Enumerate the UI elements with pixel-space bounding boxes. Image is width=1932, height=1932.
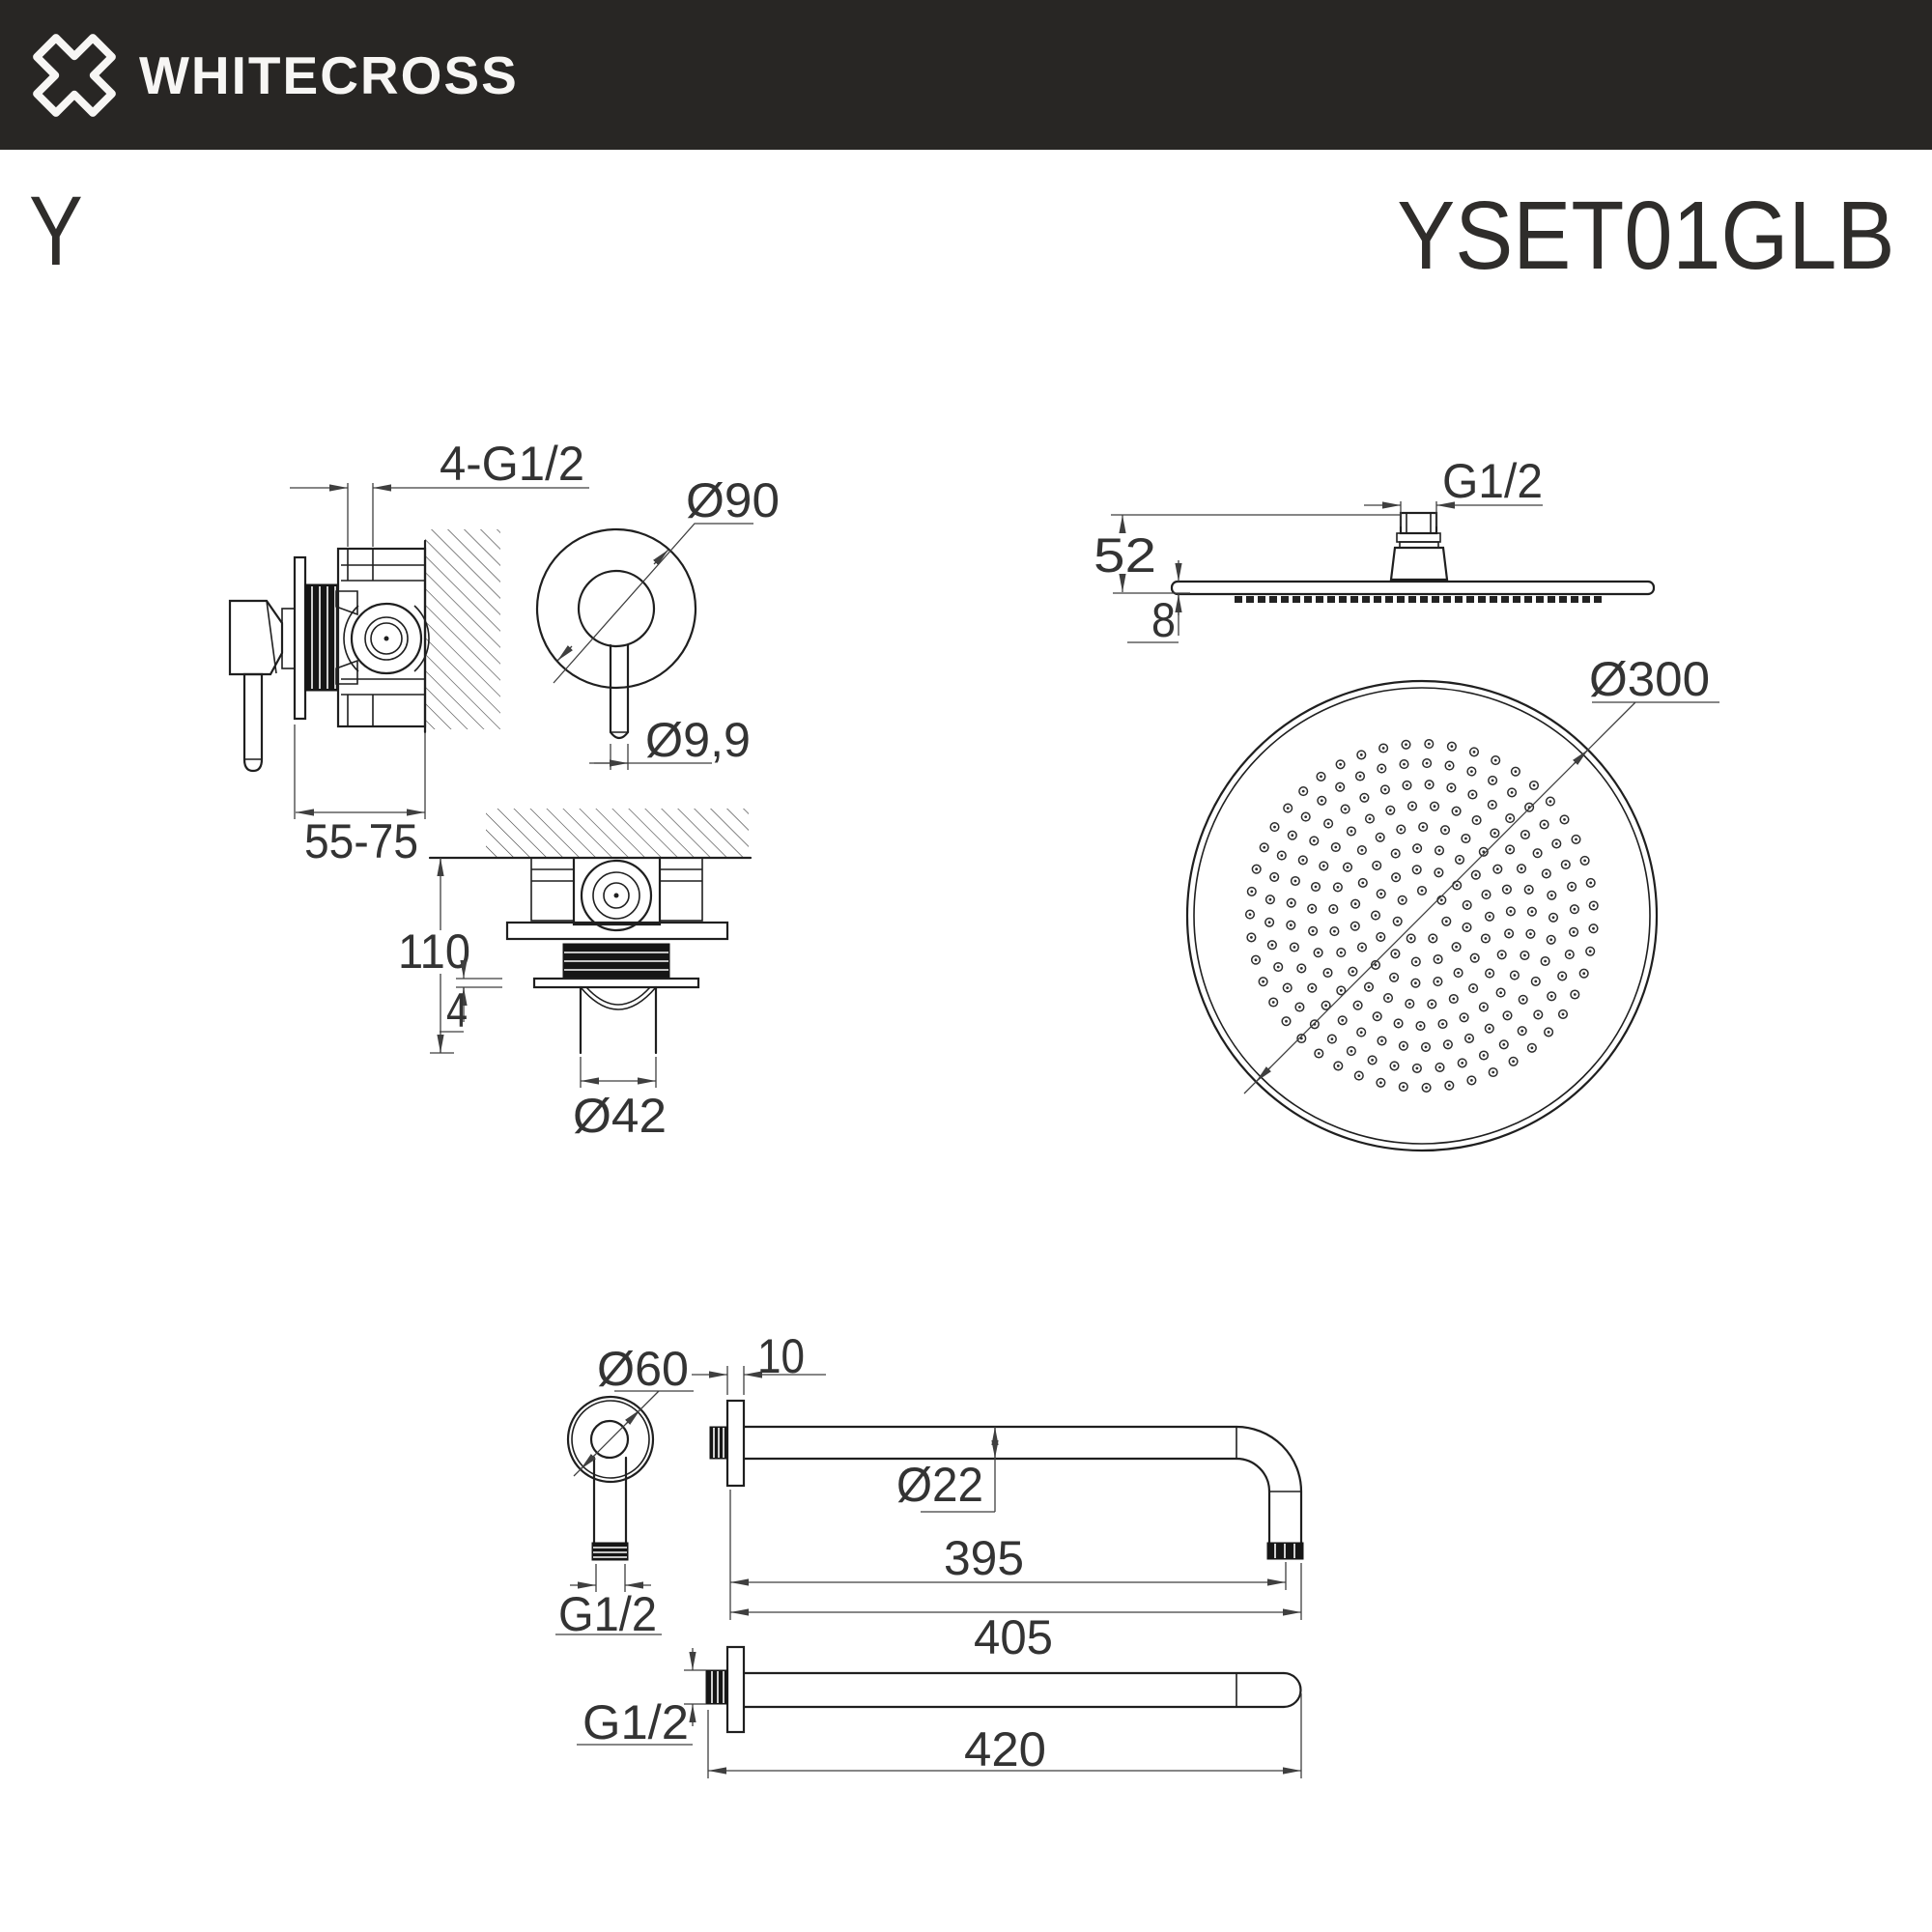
escutcheon-circle xyxy=(535,527,697,690)
arm-tube xyxy=(742,1671,1286,1709)
valve-body xyxy=(336,547,427,728)
title-row: Y YSET01GLB xyxy=(0,176,1932,286)
header-bar: WHITECROSS xyxy=(0,0,1932,150)
dim-label-inlet-thread: G1/2 xyxy=(582,1695,689,1749)
dim-label-stem-diameter: Ø9,9 xyxy=(645,713,751,767)
dim-label-mount-depth: 55-75 xyxy=(304,814,418,868)
dim-label-length-to-drop: 395 xyxy=(944,1531,1024,1585)
dim-label-disc-thickness: 8 xyxy=(1151,593,1176,647)
dim-label-escutcheon-diameter: Ø90 xyxy=(686,473,780,527)
model-code: YSET01GLB xyxy=(1397,182,1895,290)
handle-lever xyxy=(242,672,264,773)
arm-wall-flange xyxy=(725,1399,746,1488)
mount-flange xyxy=(505,921,729,941)
series-title: Y xyxy=(29,176,83,286)
dim-label-plate-thickness: 4 xyxy=(446,983,468,1037)
wall-hatch xyxy=(486,809,749,858)
dim-label-flange-thickness: 10 xyxy=(757,1329,805,1383)
spout xyxy=(579,985,658,1055)
arm-drop-tube xyxy=(592,1456,628,1545)
dim-label-length-overall: 405 xyxy=(974,1610,1053,1664)
mixer-bottom-view: 110 4 Ø42 xyxy=(398,809,753,1143)
wall-hatch xyxy=(425,529,500,729)
knurled-nut xyxy=(304,583,339,692)
dim-label-body-height: 110 xyxy=(398,924,470,979)
arm-flange-circle xyxy=(566,1395,655,1484)
dim-label-tube-diameter: Ø22 xyxy=(896,1458,983,1512)
mixer-front-view: Ø90 Ø9,9 xyxy=(535,473,780,770)
dim-label-head-diameter: Ø300 xyxy=(1589,652,1710,706)
brand-name: WHITECROSS xyxy=(139,44,519,105)
cover-plate xyxy=(532,977,700,989)
arm-end-view: Ø60 G1/2 xyxy=(555,1342,694,1641)
escutcheon-plate xyxy=(293,555,307,721)
arm-wall-flange xyxy=(725,1645,746,1734)
dim-label-spout-diameter: Ø42 xyxy=(573,1089,667,1143)
arm-tube xyxy=(742,1425,1238,1461)
dim-label-flange-diameter: Ø60 xyxy=(597,1342,689,1396)
head-rim-inner xyxy=(1193,687,1651,1145)
head-side-view: 52 8 G1/2 xyxy=(1094,454,1656,647)
head-rim-outer xyxy=(1185,679,1659,1152)
arm-side-view: 10 Ø22 395 405 xyxy=(692,1329,1304,1664)
dim-label-outlet-thread: G1/2 xyxy=(558,1587,657,1641)
dim-label-plan-length: 420 xyxy=(964,1722,1046,1776)
head-top-view: Ø300 xyxy=(1185,652,1719,1152)
head-disc xyxy=(1170,580,1656,596)
mixer-side-view: 4-G1/2 55-75 xyxy=(228,437,589,868)
dim-label-ports-thread: 4-G1/2 xyxy=(440,437,584,491)
dim-label-connector-height: 52 xyxy=(1094,528,1156,582)
nozzle-dot-pattern xyxy=(1244,739,1599,1093)
dim-label-head-thread: G1/2 xyxy=(1442,454,1543,508)
arm-plan-view: G1/2 420 xyxy=(577,1645,1302,1778)
handle-stem xyxy=(609,643,630,740)
whitecross-x-icon xyxy=(33,33,116,117)
